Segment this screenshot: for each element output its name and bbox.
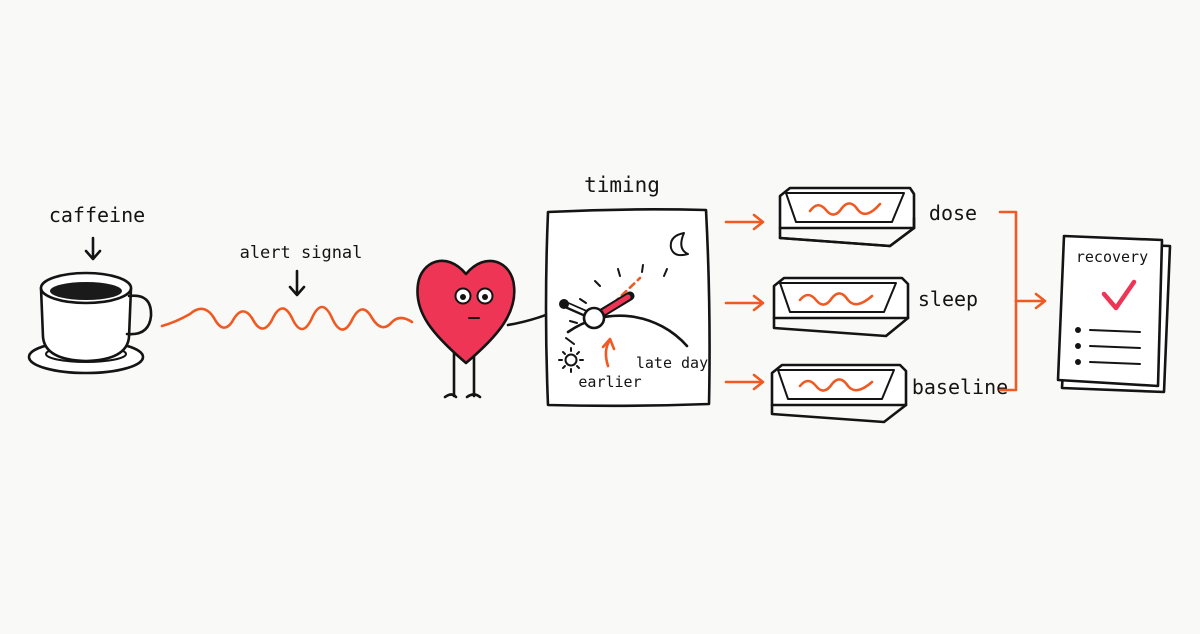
dose-tray-icon bbox=[778, 186, 916, 248]
sun-icon bbox=[558, 347, 584, 373]
timing-dial-icon bbox=[544, 208, 711, 408]
earlier-label: earlier bbox=[578, 373, 641, 391]
alert-signal-wave bbox=[160, 305, 414, 331]
coffee-cup-icon bbox=[27, 271, 153, 375]
dial-to-dose-arrow bbox=[724, 213, 765, 231]
dial-to-baseline-arrow bbox=[724, 373, 765, 391]
sleep-tray-icon bbox=[772, 276, 910, 338]
moon-icon bbox=[669, 232, 689, 257]
merge-bracket bbox=[998, 210, 1047, 392]
timing-label: timing bbox=[584, 173, 660, 197]
dial-to-sleep-arrow bbox=[724, 294, 765, 312]
alert-signal-label: alert signal bbox=[240, 243, 363, 263]
heart-character-icon bbox=[416, 259, 572, 399]
baseline-label: baseline bbox=[912, 375, 1008, 399]
recovery-report-icon bbox=[1056, 234, 1172, 394]
checkmark-icon bbox=[1101, 279, 1137, 311]
sleep-label: sleep bbox=[918, 287, 978, 311]
dose-label: dose bbox=[929, 201, 977, 225]
alert-signal-down-arrow bbox=[288, 269, 306, 297]
late-day-label: late day bbox=[636, 354, 708, 372]
caffeine-down-arrow bbox=[84, 236, 102, 261]
recovery-label: recovery bbox=[1076, 248, 1148, 266]
caffeine-label: caffeine bbox=[49, 203, 145, 227]
baseline-tray-icon bbox=[770, 363, 908, 424]
